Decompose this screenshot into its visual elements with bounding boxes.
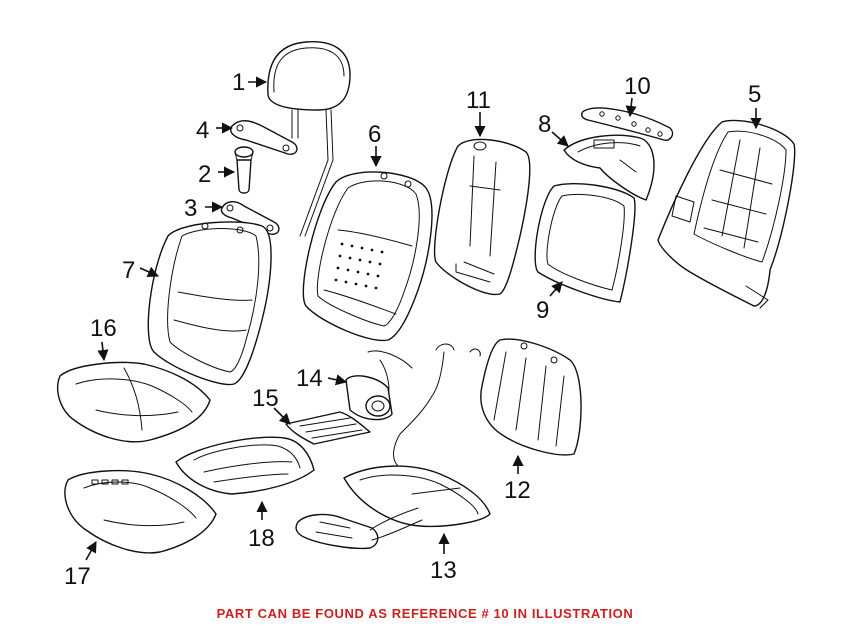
seat-back-frame bbox=[657, 119, 796, 309]
callout-9: 9 bbox=[536, 297, 549, 324]
reference-note: PART CAN BE FOUND AS REFERENCE # 10 IN I… bbox=[216, 606, 634, 621]
perforation-dots bbox=[334, 242, 384, 290]
backrest-upholstery bbox=[302, 171, 433, 342]
callout-15: 15 bbox=[252, 385, 279, 412]
callout-8: 8 bbox=[538, 111, 551, 138]
heating-pad-small bbox=[285, 411, 371, 445]
seat-pan-panel bbox=[480, 338, 582, 456]
backrest-bracket bbox=[220, 201, 280, 235]
callout-3: 3 bbox=[184, 195, 197, 222]
callout-7: 7 bbox=[122, 257, 135, 284]
callout-16: 16 bbox=[90, 315, 117, 342]
headrest bbox=[267, 41, 351, 237]
lumbar-pump-motor bbox=[345, 350, 413, 421]
callout-arrows bbox=[85, 76, 762, 561]
callout-11: 11 bbox=[466, 87, 491, 114]
seat-cushion-cover bbox=[56, 361, 211, 443]
headrest-guide-sleeve bbox=[234, 146, 254, 194]
callout-10: 10 bbox=[624, 73, 651, 100]
seat-cushion-foam bbox=[64, 469, 217, 554]
callout-6: 6 bbox=[368, 121, 381, 148]
callout-4: 4 bbox=[196, 117, 209, 144]
callout-1: 1 bbox=[232, 69, 245, 96]
callout-13: 13 bbox=[430, 557, 457, 584]
occupancy-sensor-mat bbox=[295, 343, 491, 550]
callout-5: 5 bbox=[748, 81, 761, 108]
headrest-guide-bracket bbox=[230, 120, 298, 155]
callout-2: 2 bbox=[198, 161, 211, 188]
backrest-upper-trim bbox=[563, 134, 655, 201]
backrest-pad bbox=[433, 138, 531, 296]
backrest-back-panel bbox=[534, 182, 636, 303]
callout-14: 14 bbox=[296, 365, 323, 392]
callout-12: 12 bbox=[504, 477, 531, 504]
seat-heating-mat bbox=[175, 436, 315, 495]
backrest-cover bbox=[147, 221, 272, 386]
callout-17: 17 bbox=[64, 563, 91, 590]
callout-numbers: 1 4 2 3 7 6 11 8 10 5 9 16 14 15 12 18 1… bbox=[64, 69, 761, 590]
callout-18: 18 bbox=[248, 525, 275, 552]
